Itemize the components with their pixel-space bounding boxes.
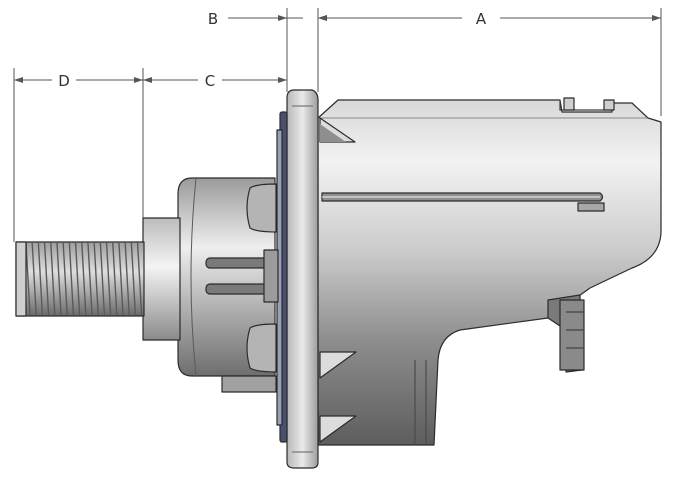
thread-line [37, 242, 44, 316]
thread-line [87, 242, 93, 316]
dim-label-b: B [208, 10, 218, 28]
thread-line [25, 242, 31, 316]
top-tab-2 [603, 99, 615, 111]
arrow-b-left [278, 15, 287, 21]
thread-line [105, 242, 112, 316]
main-housing [317, 99, 662, 446]
dim-label-d: D [58, 72, 70, 90]
arrow-d-left [14, 77, 23, 83]
housing-assembly [15, 89, 662, 469]
hub-clip [263, 249, 279, 303]
arrow-d-right [134, 77, 143, 83]
thread-line [43, 242, 50, 316]
arrow-a-right [652, 15, 661, 21]
thread-lines [25, 242, 143, 316]
hub-boss-top [246, 183, 277, 233]
thread-line [56, 242, 62, 316]
gusset-bottom [319, 415, 357, 443]
mounting-flange [286, 89, 319, 469]
hub-lower-clip [221, 375, 277, 393]
thread-line [74, 242, 81, 316]
hub-boss-bottom [246, 323, 277, 373]
thread-line [124, 242, 130, 316]
top-rail [559, 100, 612, 111]
thread-line [68, 242, 75, 316]
dim-label-c: C [205, 72, 215, 90]
arrow-c-left [143, 77, 152, 83]
dimension-arrows [14, 15, 661, 83]
connector-body [559, 299, 585, 371]
thread-line [81, 242, 87, 316]
shaft [142, 217, 181, 341]
thread-line [136, 242, 143, 316]
thread-line [31, 242, 37, 316]
stud-chamfer [15, 241, 27, 317]
thread-line [93, 242, 99, 316]
top-tab-1 [563, 97, 575, 111]
thread-line [130, 242, 137, 316]
thread-line [99, 242, 106, 316]
thread-line [112, 242, 118, 316]
dim-label-a: A [476, 10, 487, 28]
gusset-top-shade [320, 124, 346, 142]
arrow-a-left [318, 15, 327, 21]
thread-line [62, 242, 68, 316]
hub-rim-line [190, 177, 197, 377]
dimension-lines [13, 8, 662, 242]
gusset-middle [319, 351, 357, 379]
thread-line [118, 242, 124, 316]
slot-end-notch [577, 202, 605, 212]
thread-line [50, 242, 56, 316]
arrow-c-right [278, 77, 287, 83]
